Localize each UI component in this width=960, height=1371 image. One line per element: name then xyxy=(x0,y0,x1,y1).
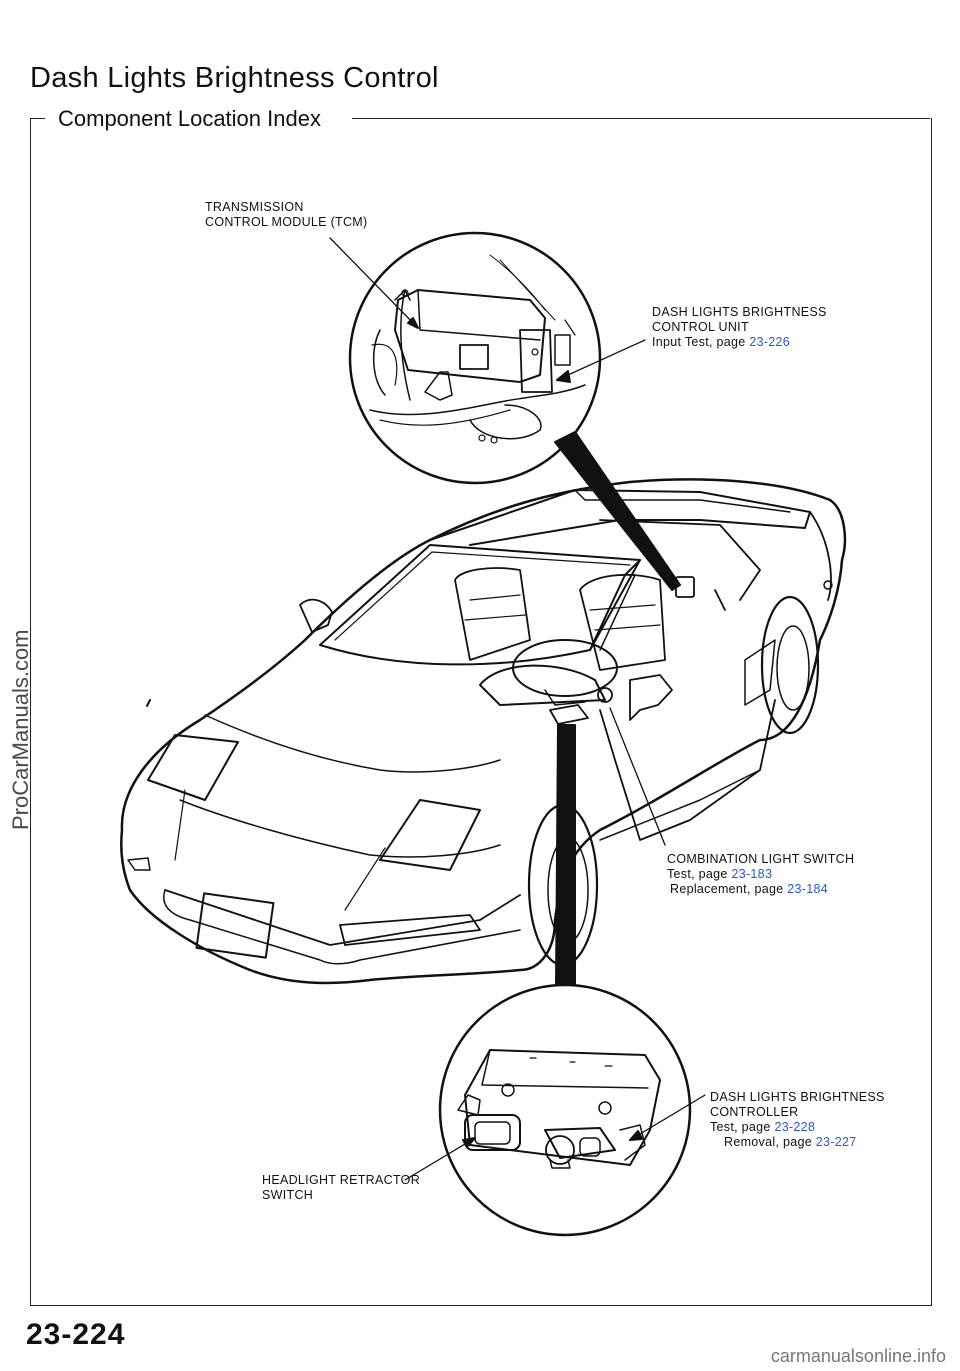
side-watermark: ProCarManuals.com xyxy=(8,629,33,830)
control-unit-label-line1: DASH LIGHTS BRIGHTNESS xyxy=(652,305,827,319)
control-unit-callout: DASH LIGHTS BRIGHTNESS CONTROL UNIT Inpu… xyxy=(652,305,827,350)
combination-switch-test-text: Test, page xyxy=(667,867,728,881)
car-illustration xyxy=(120,478,847,985)
top-detail-wedge xyxy=(554,431,681,591)
content-frame xyxy=(30,118,932,1306)
footer-watermark: carmanualsonline.info xyxy=(770,1346,946,1366)
page-number: 23-224 xyxy=(26,1318,126,1351)
controller-test-link[interactable]: 23-228 xyxy=(774,1120,816,1134)
controller-label-line1: DASH LIGHTS BRIGHTNESS xyxy=(710,1090,885,1104)
tcm-label-line1: TRANSMISSION xyxy=(205,200,304,214)
controller-detail-view xyxy=(404,983,706,1237)
tcm-callout: TRANSMISSION CONTROL MODULE (TCM) xyxy=(205,200,367,230)
retractor-label-line2: SWITCH xyxy=(262,1188,314,1202)
controller-removal-text: Removal, page xyxy=(724,1135,812,1149)
retractor-label-line1: HEADLIGHT RETRACTOR xyxy=(262,1173,421,1187)
controller-test-text: Test, page xyxy=(710,1120,771,1134)
tcm-label-line2: CONTROL MODULE (TCM) xyxy=(205,215,368,229)
control-unit-test-link[interactable]: 23-226 xyxy=(749,335,791,349)
frame-top-left-rule xyxy=(30,118,45,119)
combination-switch-label: COMBINATION LIGHT SWITCH xyxy=(667,852,855,866)
controller-callout: DASH LIGHTS BRIGHTNESS CONTROLLER Test, … xyxy=(710,1090,885,1150)
tcm-detail-view xyxy=(329,231,646,485)
frame-top-right-rule xyxy=(352,118,930,119)
controller-label-line2: CONTROLLER xyxy=(710,1105,799,1119)
page-title: Dash Lights Brightness Control xyxy=(30,62,439,94)
retractor-switch-callout: HEADLIGHT RETRACTOR SWITCH xyxy=(262,1173,420,1203)
combination-switch-callout: COMBINATION LIGHT SWITCH Test, page 23-1… xyxy=(667,852,854,897)
control-unit-test-text: Input Test, page xyxy=(652,335,746,349)
controller-removal-link[interactable]: 23-227 xyxy=(815,1135,857,1149)
section-title: Component Location Index xyxy=(52,106,327,132)
combination-switch-replace-link[interactable]: 23-184 xyxy=(787,882,829,896)
combination-switch-replace-text: Replacement, page xyxy=(670,882,784,896)
bottom-detail-wedge xyxy=(555,724,576,986)
control-unit-label-line2: CONTROL UNIT xyxy=(652,320,749,334)
combination-switch-test-link[interactable]: 23-183 xyxy=(731,867,773,881)
